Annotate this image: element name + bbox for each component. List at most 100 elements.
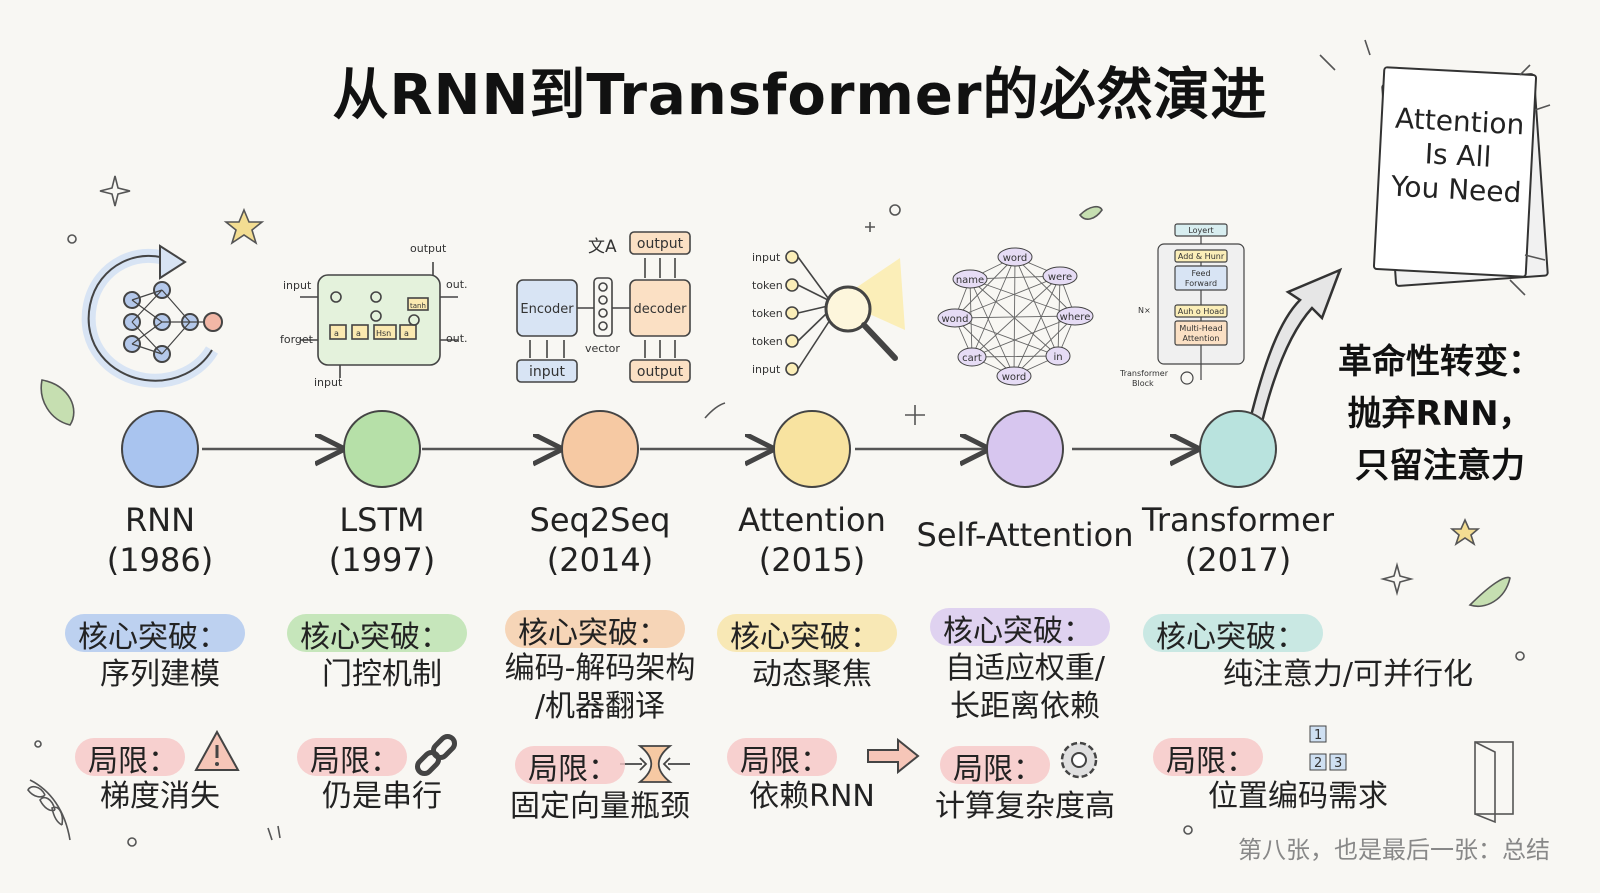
core-highlight: [505, 610, 685, 648]
numbered-blocks-icon: 1 2 3: [1309, 725, 1347, 771]
node-name: Seq2Seq: [529, 501, 671, 539]
seq-input-label: input: [529, 364, 566, 380]
limit-text: 位置编码需求: [1208, 779, 1388, 814]
limit-label: 局限：: [310, 744, 400, 779]
svg-text:word: word: [1003, 253, 1028, 264]
svg-text:Forward: Forward: [1185, 279, 1217, 288]
node-year: (1997): [328, 541, 436, 579]
node-year: (2014): [546, 541, 654, 579]
core-label: 核心突破：: [943, 614, 1093, 649]
svg-text:Transformer: Transformer: [1119, 369, 1169, 378]
decoder-label: decoder: [634, 302, 688, 317]
limit-label: 局限：: [953, 752, 1043, 787]
core-text: 自适应权重/长距离依赖: [905, 650, 1145, 726]
limit-text: 固定向量瓶颈: [510, 789, 690, 824]
svg-text:wond: wond: [942, 314, 969, 325]
core-text: 序列建模: [40, 656, 280, 694]
core-label: 核心突破：: [78, 620, 228, 655]
vector-label: vector: [585, 342, 620, 355]
lstm-illustration: input forget output out. out. input a a …: [280, 242, 468, 389]
node-icon-5: [1199, 410, 1277, 488]
svg-text:1: 1: [1314, 728, 1322, 743]
dot-icon: [34, 740, 42, 748]
dot-icon: [1183, 825, 1193, 835]
svg-text:a: a: [334, 329, 339, 338]
revolution-line3: 只留注意力: [1355, 446, 1525, 486]
lstm-input-bottom-label: input: [314, 376, 343, 389]
sparkle-icon: [1379, 561, 1415, 597]
chain-link-icon: [414, 733, 458, 777]
svg-text:2: 2: [1314, 756, 1322, 771]
svg-text:token: token: [752, 307, 783, 320]
svg-text:token: token: [752, 335, 783, 348]
warning-icon: [194, 729, 240, 771]
attention-illustration: input token token token input: [752, 250, 905, 376]
node-title: Transformer(2017): [1118, 500, 1358, 580]
door-icon: [1474, 741, 1514, 824]
lstm-output-label: output: [410, 242, 447, 255]
transformer-illustration: Loyert Add & Hunr Feed Forward Auh o Hoa…: [1119, 223, 1245, 388]
svg-text:input: input: [752, 251, 781, 264]
core-label: 核心突破：: [1156, 620, 1306, 655]
node-icon-4: [986, 410, 1064, 488]
lstm-forget-label: forget: [280, 333, 314, 346]
core-highlight: [717, 614, 897, 652]
core-highlight: [1143, 614, 1323, 652]
svg-text:name: name: [956, 275, 984, 286]
node-icon-2: [561, 410, 639, 488]
stroke-icon: [704, 402, 726, 419]
svg-text:Auh o Hoad: Auh o Hoad: [1178, 307, 1224, 316]
seq-output-top-label: output: [637, 236, 684, 252]
node-name: RNN: [124, 501, 196, 539]
core-label: 核心突破：: [518, 616, 668, 651]
limit-highlight: [940, 746, 1050, 784]
revolution-line1: 革命性转变：: [1338, 342, 1542, 382]
core-text: 动态聚焦: [692, 656, 932, 694]
limit-label: 局限：: [528, 752, 618, 787]
svg-text:Feed: Feed: [1191, 269, 1210, 278]
svg-text:Attention: Attention: [1183, 334, 1220, 343]
big-arrow-to-paper: [1248, 267, 1343, 424]
leaf-icon: [1468, 576, 1511, 607]
core-text-line1: 动态聚焦: [752, 657, 872, 692]
sparkle-lines-icon: [1319, 39, 1551, 296]
star-icon: [223, 207, 265, 245]
node-title: Attention(2015): [692, 500, 932, 580]
svg-text:a: a: [404, 329, 409, 338]
core-text: 门控机制: [262, 656, 502, 694]
node-icon-1: [343, 410, 421, 488]
node-name: LSTM: [339, 501, 425, 539]
limit-text: 梯度消失: [100, 779, 220, 814]
limit-text: 计算复杂度高: [935, 789, 1115, 824]
limit-highlight: [515, 746, 625, 784]
sparkle-icon: [865, 222, 875, 232]
core-highlight: [65, 614, 245, 652]
leaf-icon: [40, 379, 75, 426]
node-name: Self-Attention: [916, 516, 1134, 554]
core-text-line2: 长距离依赖: [950, 689, 1100, 724]
core-text: 纯注意力/可并行化: [1178, 656, 1518, 694]
core-label: 核心突破：: [730, 620, 880, 655]
seq2seq-illustration: Encoder vector decoder input output outp…: [516, 231, 691, 383]
svg-text:where: where: [1060, 312, 1091, 323]
node-title: RNN(1986): [40, 500, 280, 580]
core-text-line2: /机器翻译: [534, 689, 666, 724]
node-title: LSTM(1997): [262, 500, 502, 580]
seq-output-bottom-label: output: [637, 364, 684, 380]
dot-icon: [1515, 651, 1525, 661]
svg-text:tanh: tanh: [410, 302, 426, 310]
svg-text:in: in: [1053, 352, 1062, 363]
stroke-icon: [267, 825, 281, 841]
core-label: 核心突破：: [300, 620, 450, 655]
svg-text:Add & Hunr: Add & Hunr: [1178, 252, 1225, 261]
limit-highlight: [297, 738, 407, 776]
limit-label: 局限：: [740, 744, 830, 779]
decorations: [27, 39, 1551, 847]
core-text-line1: 门控机制: [322, 657, 442, 692]
svg-text:Block: Block: [1132, 379, 1154, 388]
node-name: Transformer: [1141, 501, 1334, 539]
self-attention-illustration: word were where in word cart wond name: [937, 247, 1094, 386]
arrow-right-icon: [867, 737, 920, 775]
leaf-icon: [1078, 205, 1103, 220]
svg-text:3: 3: [1334, 756, 1342, 771]
